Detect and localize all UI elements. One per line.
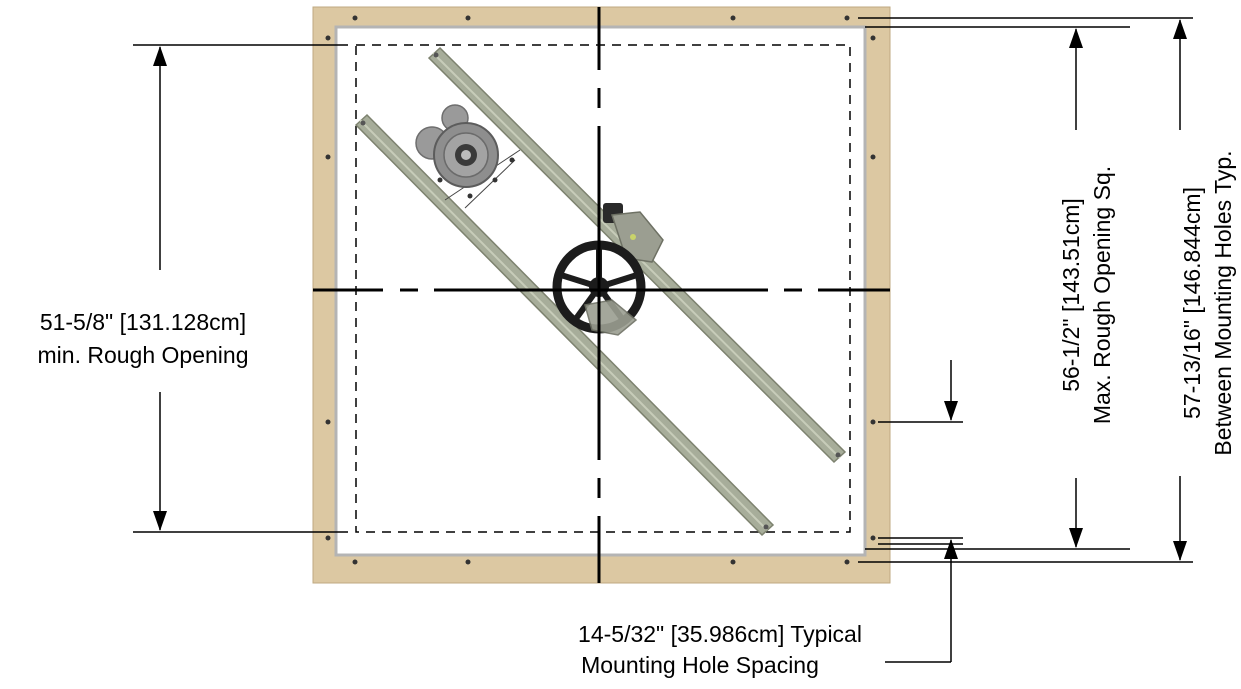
center-lines	[313, 7, 890, 583]
max-rough-opening-label-line2: Max. Rough Opening Sq.	[1089, 166, 1115, 424]
mounting-hole-spacing-label-line1: 14-5/32" [35.986cm] Typical	[578, 621, 862, 647]
mounting-hole-spacing-label-line2: Mounting Hole Spacing	[581, 652, 819, 678]
mounting-hole	[465, 559, 471, 565]
mounting-hole	[325, 419, 331, 425]
dimension-mounting-hole-spacing	[878, 360, 963, 663]
mounting-hole	[730, 559, 736, 565]
dimension-max-rough-opening	[865, 26, 1130, 550]
mounting-hole	[325, 154, 331, 160]
mounting-hole	[844, 15, 850, 21]
mounting-holes	[325, 15, 876, 565]
between-mounting-holes-label-line1: 57-13/16" [146.844cm]	[1179, 187, 1205, 419]
min-rough-opening-label-line1: 51-5/8" [131.128cm]	[40, 309, 246, 335]
mounting-hole	[325, 35, 331, 41]
motor	[415, 104, 521, 209]
dimension-min-rough-opening	[133, 44, 348, 533]
mounting-hole	[352, 15, 358, 21]
mounting-hole	[870, 419, 876, 425]
min-rough-opening-label-line2: min. Rough Opening	[38, 342, 249, 368]
mounting-hole	[870, 154, 876, 160]
mounting-hole	[730, 15, 736, 21]
mounting-hole	[465, 15, 471, 21]
mounting-hole	[870, 535, 876, 541]
mounting-hole	[870, 35, 876, 41]
dimension-between-mounting-holes	[858, 17, 1193, 563]
fan-rail-lower	[354, 113, 775, 537]
mounting-hole	[325, 535, 331, 541]
mounting-hole	[844, 559, 850, 565]
mounting-hole	[352, 559, 358, 565]
max-rough-opening-label-line1: 56-1/2" [143.51cm]	[1058, 198, 1084, 392]
between-mounting-holes-label-line2: Between Mounting Holes Typ.	[1210, 150, 1236, 455]
